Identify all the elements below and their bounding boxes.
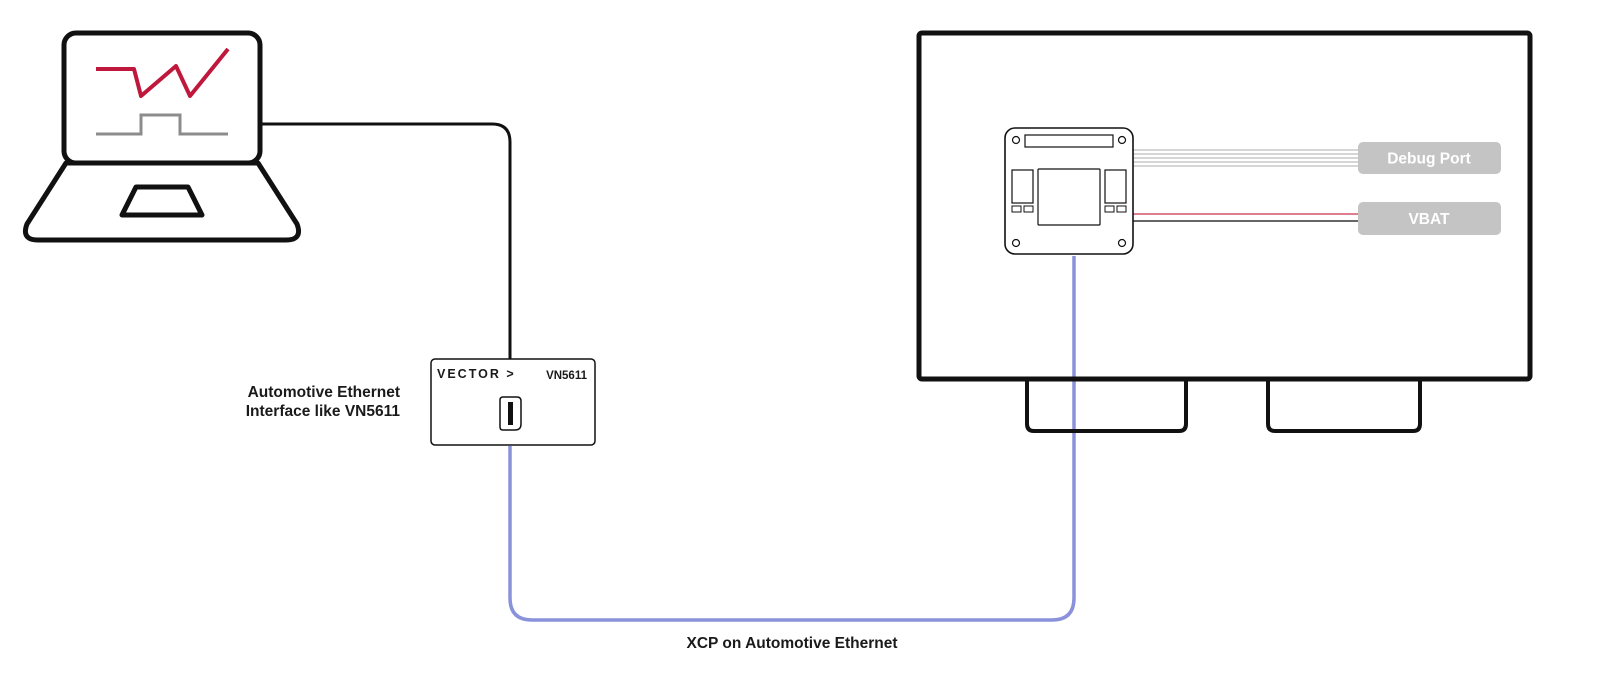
- housing-leg-left: [1025, 380, 1188, 433]
- interface-model-label: VN5611: [546, 370, 588, 382]
- laptop-icon: [22, 30, 302, 243]
- connection-label: XCP on Automotive Ethernet: [687, 635, 898, 652]
- mounting-hole: [1011, 135, 1021, 145]
- power-wires: [1133, 213, 1358, 222]
- laptop-touchpad: [119, 184, 205, 218]
- mounting-hole: [1011, 238, 1021, 248]
- ecu-component-right: [1104, 169, 1127, 204]
- interface-label-line1: Automotive Ethernet: [248, 384, 400, 401]
- signal-trace-red: [96, 47, 230, 98]
- debug-port-badge: Debug Port: [1358, 142, 1501, 174]
- ecu-board: [1004, 127, 1134, 255]
- usb-cable: [260, 122, 512, 359]
- ethernet-port-slot: [508, 402, 513, 425]
- housing-body: [916, 30, 1533, 382]
- mounting-hole: [1117, 238, 1127, 248]
- ethernet-cable: [508, 256, 1076, 622]
- interface-label-line2: Interface like VN5611: [246, 403, 401, 420]
- vbat-badge: VBAT: [1358, 202, 1501, 235]
- mounting-hole: [1117, 135, 1127, 145]
- ecu-component-left: [1011, 169, 1034, 204]
- vn5611-interface: VECTOR > VN5611: [430, 358, 596, 446]
- ecu-main-chip: [1037, 168, 1101, 226]
- vehicle-housing: [916, 30, 1533, 433]
- housing-leg-right: [1266, 380, 1422, 433]
- debug-port-label: Debug Port: [1387, 151, 1471, 168]
- debug-wires: [1133, 149, 1358, 167]
- ecu-header-connector: [1024, 134, 1114, 148]
- laptop-screen: [61, 30, 263, 166]
- vbat-label: VBAT: [1408, 211, 1450, 228]
- signal-trace-gray: [96, 113, 228, 136]
- vector-logo: VECTOR >: [437, 367, 516, 381]
